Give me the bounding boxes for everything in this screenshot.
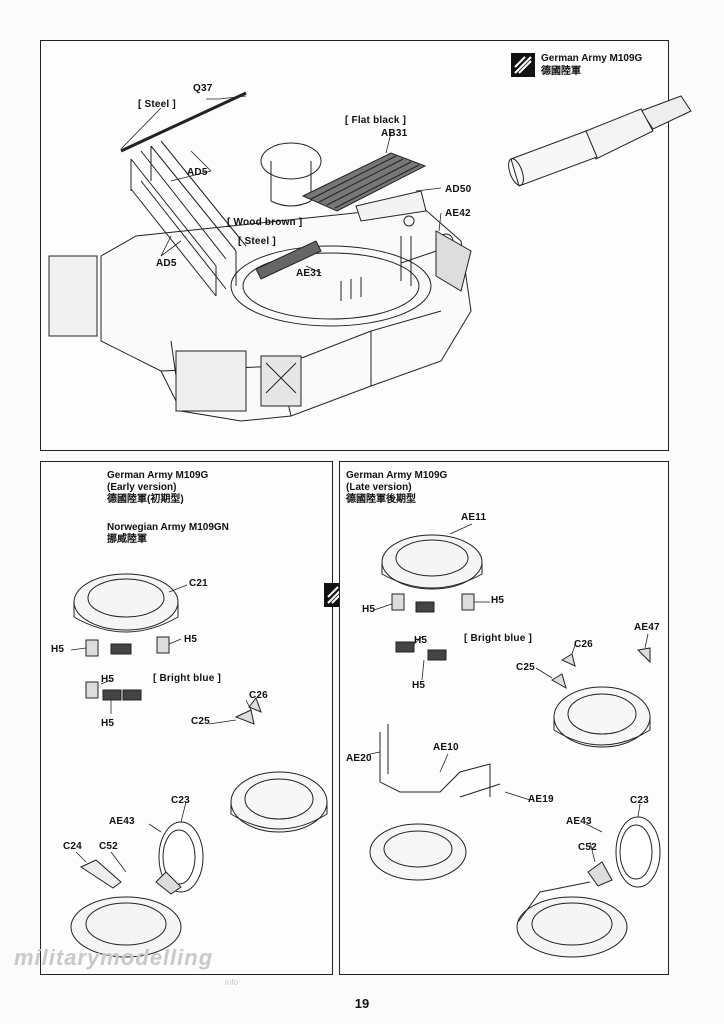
- label-wood-brown: [ Wood brown ]: [227, 217, 303, 228]
- watermark: militarymodelling: [14, 945, 214, 970]
- label-c24: C24: [63, 841, 82, 852]
- label-h5-right-d: H5: [412, 680, 426, 691]
- norwegian-header-en: Norwegian Army M109GN: [107, 522, 229, 533]
- top-header-zh: 德國陸軍: [541, 66, 581, 77]
- label-ad5-top: AD5: [187, 167, 208, 178]
- label-flat-black: [ Flat black ]: [345, 115, 407, 126]
- label-c23-right: C23: [630, 795, 649, 806]
- label-h5-a: H5: [51, 644, 65, 655]
- label-ae31: AE31: [296, 268, 322, 279]
- label-steel-2: [ Steel ]: [238, 236, 276, 247]
- label-h5-d: H5: [101, 718, 115, 729]
- turret-drawing: [48, 91, 692, 422]
- label-ae19: AE19: [528, 794, 554, 805]
- late-version-drawing: [369, 523, 661, 958]
- label-c25-left: C25: [191, 716, 210, 727]
- label-q37: Q37: [193, 83, 213, 94]
- top-header-en: German Army M109G: [541, 53, 643, 64]
- label-c26-right: C26: [574, 639, 593, 650]
- label-c23-left: C23: [171, 795, 190, 806]
- label-c52-right: C52: [578, 842, 597, 853]
- late-header-line2: (Late version): [346, 482, 412, 493]
- late-version-panel: German Army M109G (Late version) 德國陸軍後期型…: [339, 461, 669, 975]
- late-header-line1: German Army M109G: [346, 470, 448, 481]
- label-c52-left: C52: [99, 841, 118, 852]
- label-h5-right-a: H5: [362, 604, 376, 615]
- late-header-line3: 德國陸軍後期型: [346, 494, 416, 505]
- early-header-line2: (Early version): [107, 482, 177, 493]
- label-c25-right: C25: [516, 662, 535, 673]
- label-steel-1: [ Steel ]: [138, 99, 176, 110]
- label-ae43-right: AE43: [566, 816, 592, 827]
- norwegian-header-zh: 挪威陸軍: [107, 534, 147, 545]
- label-h5-right-b: H5: [491, 595, 505, 606]
- label-c26-left: C26: [249, 690, 268, 701]
- brand-logo-icon: [511, 53, 535, 77]
- page-number: 19: [354, 996, 370, 1011]
- label-h5-b: H5: [184, 634, 198, 645]
- label-ae20: AE20: [346, 753, 372, 764]
- label-h5-right-c: H5: [414, 635, 428, 646]
- label-ab31: AB31: [381, 128, 408, 139]
- label-ae11: AE11: [461, 512, 487, 523]
- label-ae47: AE47: [634, 622, 660, 633]
- label-h5-c: H5: [101, 674, 115, 685]
- early-header-line1: German Army M109G: [107, 470, 209, 481]
- label-ad5-bottom: AD5: [156, 258, 177, 269]
- early-version-drawing: [70, 573, 328, 958]
- label-bright-blue-left: [ Bright blue ]: [153, 673, 221, 684]
- label-ae42: AE42: [445, 208, 471, 219]
- label-ad50: AD50: [445, 184, 472, 195]
- label-bright-blue-right: [ Bright blue ]: [464, 633, 532, 644]
- watermark-sub: info: [225, 978, 238, 987]
- early-version-panel: German Army M109G (Early version) 德國陸軍(初…: [40, 461, 333, 975]
- label-ae10: AE10: [433, 742, 459, 753]
- label-ae43-left: AE43: [109, 816, 135, 827]
- early-header-line3: 德國陸軍(初期型): [107, 494, 184, 505]
- label-c21: C21: [189, 578, 208, 589]
- top-assembly-panel: German Army M109G 德國陸軍 Q37 [ Steel ] AD5…: [40, 40, 692, 451]
